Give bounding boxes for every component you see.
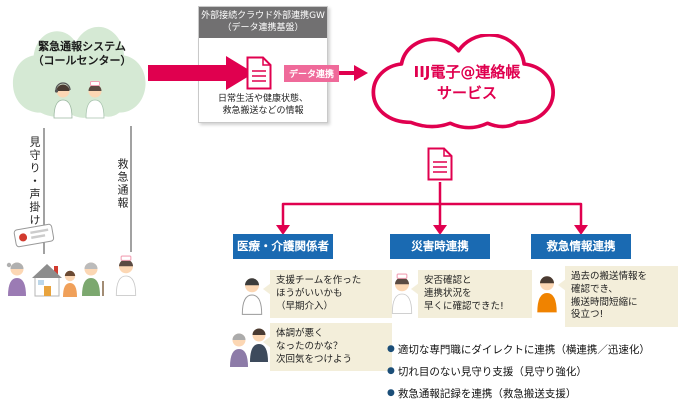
disaster-nurse-illustration (391, 273, 413, 314)
call-center-title: 緊急通報システム （コールセンター） (32, 40, 132, 68)
house-illustration (32, 264, 62, 297)
benefit-item: ● 適切な専門職にダイレクトに連携（横連携／迅速化） (387, 342, 650, 357)
elderly-woman-illustration (6, 262, 26, 296)
watch-label: 見守り・声掛け (28, 136, 41, 227)
emergency-call-label: 救急通報 (116, 158, 129, 210)
call-center-staff (50, 80, 108, 120)
data-linkage-tag: データ連携 (284, 65, 340, 82)
gateway-box-body: 日常生活や健康状態、 救急搬送などの情報 (199, 38, 327, 122)
responder-nurse-illustration (115, 255, 137, 296)
branch-connector (281, 182, 583, 226)
gateway-note: 日常生活や健康状態、 救急搬送などの情報 (217, 94, 308, 117)
benefit-text: 切れ目のない見守り支援（見守り強化） (397, 366, 587, 378)
operator-illustration (53, 82, 73, 119)
service-cloud: IIJ電子@連絡帳 サービス (364, 34, 570, 140)
branch-box-medical: 医療・介護関係者 (233, 234, 333, 259)
benefits-list: ● 適切な専門職にダイレクトに連携（横連携／迅速化） ● 切れ目のない見守り支援… (387, 342, 650, 407)
bubble-transport-history: 過去の搬送情報を 確認でき、 搬送時間短縮に 役立つ! (558, 266, 678, 328)
document-icon (246, 56, 272, 90)
branch-arrowhead-2 (433, 225, 447, 235)
benefit-text: 救急通報記録を連携（救急搬送支援） (397, 388, 577, 400)
call-center-cloud: 緊急通報システム （コールセンター） (6, 26, 158, 130)
bullet-icon: ● (387, 344, 395, 354)
bubble-support-team: 支援チームを作った ほうがいいかも （早期介入） (263, 270, 392, 319)
gateway-box: 外部接続クラウド外部連携GW （データ連携基盤） 日常生活や健康状態、 救急搬送… (198, 6, 328, 124)
branch-arrowhead-3 (574, 225, 588, 235)
child-illustration (63, 270, 77, 297)
data-flow-arrow-2-head (354, 65, 368, 81)
paramedic-illustration (537, 276, 557, 313)
branch-box-emergency-info: 救急情報連携 (531, 234, 631, 259)
branch-box-disaster: 災害時連携 (390, 234, 490, 259)
data-flow-arrow (148, 56, 254, 90)
bullet-icon: ● (387, 388, 395, 398)
bubble-safety-check: 安否確認と 連携状況を 早くに確認できた! (411, 270, 532, 319)
document-icon-2 (427, 147, 453, 181)
data-flow-arrow-2-shaft (330, 71, 354, 75)
doctor-illustration (241, 278, 263, 315)
elderly-man-illustration (82, 262, 104, 296)
branch-arrowhead-1 (276, 225, 290, 235)
benefit-item: ● 切れ目のない見守り支援（見守り強化） (387, 364, 650, 379)
emergency-device-illustration (13, 223, 56, 250)
red-cloud-shape (371, 34, 556, 130)
call-center-nurse-illustration (85, 81, 105, 119)
benefit-item: ● 救急通報記録を連携（救急搬送支援） (387, 386, 650, 401)
gateway-box-header: 外部接続クラウド外部連携GW （データ連携基盤） (199, 7, 327, 39)
green-cloud-shape (12, 26, 146, 118)
benefit-text: 適切な専門職にダイレクトに連携（横連携／迅速化） (397, 344, 650, 356)
service-cloud-title: IIJ電子@連絡帳 サービス (413, 63, 521, 102)
bullet-icon: ● (387, 366, 395, 376)
care-staff-illustrations (230, 328, 268, 367)
bubble-condition-worse: 体調が悪く なったのかな？ 次回気をつけよう (263, 323, 392, 372)
